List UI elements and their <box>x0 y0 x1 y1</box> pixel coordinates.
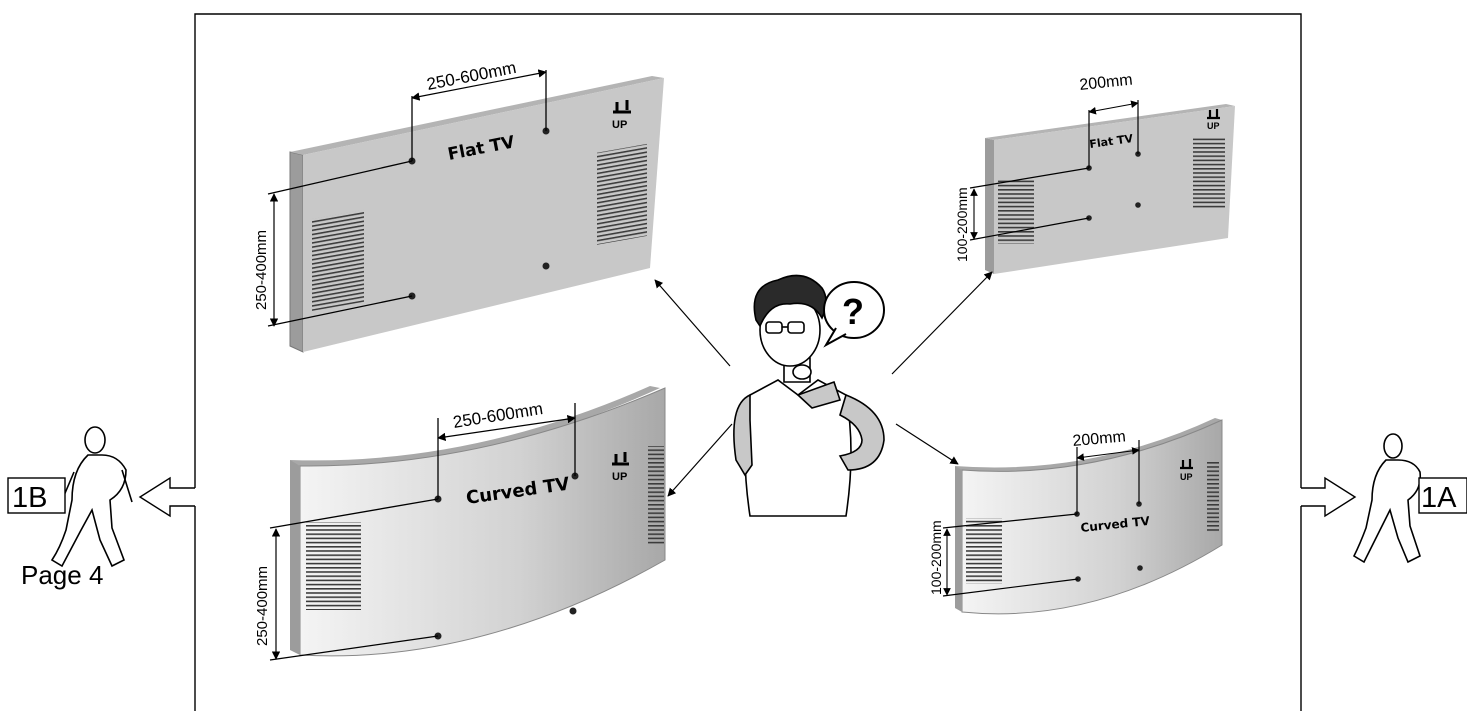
curved-tv-large: 250-600mm 250-400mm Curved TV UP <box>254 386 666 661</box>
vertical-dimension-label: 100-200mm <box>928 520 944 595</box>
mount-hole <box>1135 202 1141 208</box>
nav-code-label: 1B <box>12 482 47 514</box>
svg-text:UP: UP <box>612 471 627 483</box>
vent-grille-left <box>312 209 364 311</box>
mount-hole <box>569 607 577 615</box>
question-bubble: ? <box>823 281 885 348</box>
tv-top-edge <box>290 76 664 155</box>
nav-code-box <box>1418 477 1467 514</box>
tv-side-edge <box>955 466 962 612</box>
pointer-arrow-curved-large <box>667 423 733 497</box>
horizontal-dimension-label: 200mm <box>1072 428 1127 450</box>
vertical-dimension-label: 250-400mm <box>253 230 270 310</box>
diagram-frame <box>194 13 1302 488</box>
mount-hole <box>542 262 550 270</box>
vertical-dimension-label: 250-400mm <box>254 566 271 646</box>
tv-top-edge <box>290 386 660 470</box>
vent-grille-left <box>966 518 1002 584</box>
tv-side-edge <box>985 138 994 274</box>
vent-grille-right <box>1193 138 1225 208</box>
tv-type-label: Flat TV <box>1089 132 1135 151</box>
vent-grille-right <box>648 446 664 544</box>
hollow-arrow-left-icon <box>138 476 195 518</box>
vertical-dimension-label: 100-200mm <box>954 187 970 262</box>
flat-tv-large: 250-600mm 250-400mm Flat TV UP <box>253 58 664 353</box>
horizontal-dimension-label: 250-600mm <box>452 399 545 432</box>
thinking-person-illustration <box>733 274 885 517</box>
nav-left-1b[interactable]: 1B Page 4 <box>7 426 195 590</box>
up-orientation-icon: UP <box>1180 459 1193 482</box>
up-orientation-icon: UP <box>1207 109 1220 131</box>
pointer-arrow-curved-small <box>895 423 959 465</box>
walking-person-icon <box>50 426 133 568</box>
svg-text:UP: UP <box>612 119 627 131</box>
nav-code-label: 1A <box>1421 482 1457 514</box>
pointer-arrow-flat-large <box>654 279 731 367</box>
vent-grille-right <box>597 143 647 245</box>
walking-person-icon <box>1352 433 1422 564</box>
flat-tv-small: 200mm 100-200mm Flat TV UP <box>954 71 1235 274</box>
horizontal-dimension-label: 200mm <box>1079 71 1134 93</box>
hollow-arrow-right-icon <box>1301 476 1357 518</box>
tv-top-edge <box>955 418 1222 474</box>
tv-back-panel <box>961 419 1223 615</box>
question-mark: ? <box>842 291 864 332</box>
up-orientation-icon: UP <box>612 100 631 131</box>
tv-back-panel <box>994 106 1235 274</box>
horizontal-dimension-arrow <box>411 69 547 101</box>
horizontal-dimension-arrow <box>437 414 576 442</box>
nav-code-box <box>7 477 66 514</box>
vent-grille-right <box>1207 460 1219 532</box>
horizontal-dimension-arrow <box>1076 447 1140 461</box>
pointer-arrow-flat-small <box>891 271 993 375</box>
svg-text:UP: UP <box>1207 121 1220 131</box>
svg-text:UP: UP <box>1180 472 1193 482</box>
curved-tv-small: 200mm 100-200mm Curved TV UP <box>928 418 1223 615</box>
nav-page-label: Page 4 <box>21 560 103 590</box>
tv-side-edge <box>290 460 300 655</box>
mount-hole <box>1137 565 1143 571</box>
tv-top-edge <box>985 104 1235 140</box>
tv-back-panel <box>303 78 664 352</box>
tv-side-edge <box>289 151 304 353</box>
horizontal-dimension-label: 250-600mm <box>425 58 518 94</box>
vent-grille-left <box>306 522 361 610</box>
up-orientation-icon: UP <box>612 452 629 483</box>
tv-back-panel <box>299 387 666 657</box>
nav-right-1a[interactable]: 1A <box>1301 433 1467 564</box>
horizontal-dimension-arrow <box>1088 100 1139 115</box>
